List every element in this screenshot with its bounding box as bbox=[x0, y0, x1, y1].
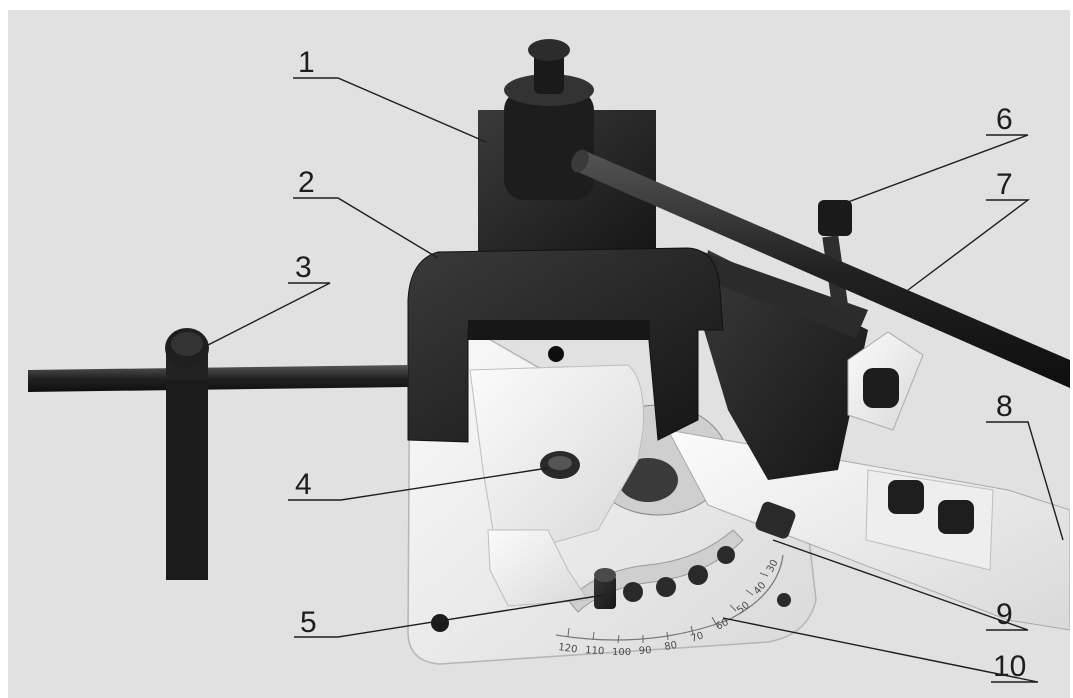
adjust-plate bbox=[693, 250, 868, 338]
clamp-screw bbox=[818, 200, 852, 307]
callout-6: 6 bbox=[996, 103, 1013, 136]
scale-label: 120 bbox=[558, 642, 578, 656]
callout-2: 2 bbox=[298, 166, 315, 199]
scale-label: 80 bbox=[664, 640, 678, 653]
angle-scale-ticks bbox=[567, 572, 769, 644]
u-die bbox=[407, 247, 724, 443]
bending-segment-block bbox=[698, 250, 868, 480]
scale-label: 100 bbox=[612, 647, 631, 658]
angle-scale-labels: 120 110 100 90 80 70 60 50 40 30 bbox=[558, 558, 781, 658]
lever-bolts bbox=[888, 480, 974, 534]
roller bbox=[504, 39, 594, 200]
bending-machine-photo: 120 110 100 90 80 70 60 50 40 30 bbox=[28, 39, 1070, 683]
workpiece-rod bbox=[578, 150, 1070, 388]
base-mount-hole bbox=[431, 614, 449, 632]
stop-pin-holes bbox=[623, 546, 735, 602]
scale-label: 110 bbox=[585, 645, 605, 657]
callout-5: 5 bbox=[300, 606, 317, 639]
callout-4: 4 bbox=[295, 468, 312, 501]
callout-1: 1 bbox=[298, 46, 315, 79]
angle-scale-arc bbox=[555, 554, 784, 641]
callout-7: 7 bbox=[996, 168, 1013, 201]
callout-10: 10 bbox=[993, 650, 1027, 683]
scale-label: 90 bbox=[638, 645, 651, 657]
photo-frame: 120 110 100 90 80 70 60 50 40 30 bbox=[8, 10, 1070, 698]
stop-pin bbox=[594, 568, 616, 609]
scale-label: 60 bbox=[714, 617, 730, 633]
stop-rod bbox=[28, 365, 408, 392]
callout-3: 3 bbox=[295, 251, 312, 284]
callout-9: 9 bbox=[996, 598, 1013, 631]
callout-8: 8 bbox=[996, 390, 1013, 423]
base-mount-hole bbox=[777, 593, 791, 607]
leader-lines bbox=[207, 77, 1064, 683]
scale-label: 30 bbox=[765, 558, 781, 574]
scale-label: 70 bbox=[690, 630, 706, 644]
